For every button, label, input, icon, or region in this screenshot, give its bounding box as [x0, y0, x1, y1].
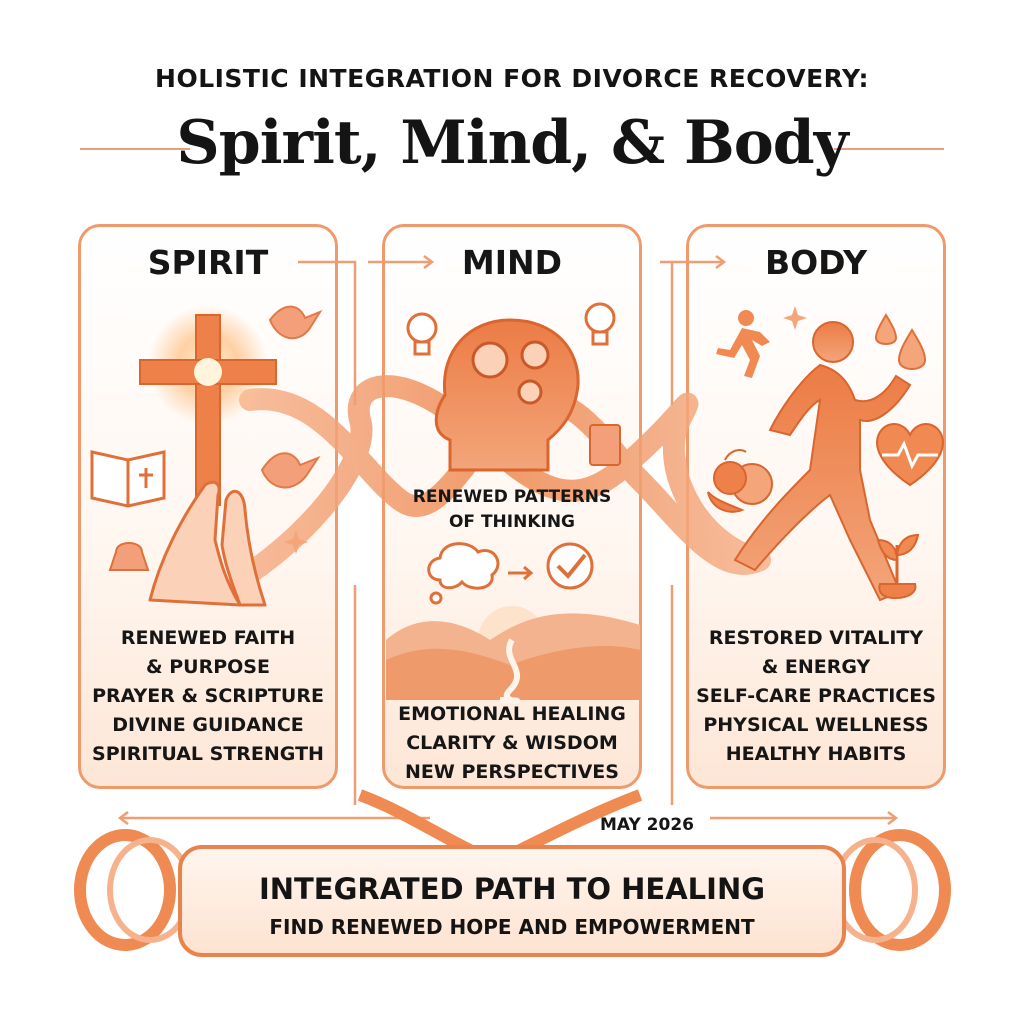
spirit-line: DIVINE GUIDANCE	[112, 714, 304, 736]
runner-icon	[716, 310, 770, 378]
runner-icon	[733, 321, 912, 602]
bible-icon	[90, 450, 166, 508]
spirit-line: PRAYER & SCRIPTURE	[92, 685, 324, 707]
page-title: Spirit, Mind, & Body	[176, 108, 848, 178]
praying-hands-icon	[148, 480, 267, 607]
spirit-line: SPIRITUAL STRENGTH	[92, 743, 324, 765]
flow-arrows	[117, 255, 899, 825]
water-drop-icon	[874, 313, 927, 370]
body-line: PHYSICAL WELLNESS	[703, 714, 929, 736]
cross-icon	[139, 305, 277, 506]
spirit-text: RENEWED FAITH & PURPOSE PRAYER & SCRIPTU…	[78, 624, 338, 769]
lightbulb-icon	[584, 302, 616, 346]
bell-icon	[108, 542, 150, 571]
body-line: & ENERGY	[761, 656, 871, 678]
fruit-bowl-icon	[707, 449, 773, 513]
body-line: SELF-CARE PRACTICES	[696, 685, 936, 707]
thought-cloud-icon	[427, 542, 500, 605]
body-line: RESTORED VITALITY	[708, 627, 924, 649]
mind-line: CLARITY & WISDOM	[406, 732, 618, 754]
banner-subtitle: FIND RENEWED HOPE AND EMPOWERMENT	[269, 915, 755, 939]
book-icon	[589, 424, 621, 466]
dove-icon	[260, 452, 321, 489]
spirit-line: & PURPOSE	[146, 656, 270, 678]
mind-text: EMOTIONAL HEALING CLARITY & WISDOM NEW P…	[382, 700, 642, 787]
title-left-divider	[80, 148, 190, 150]
spirit-title: SPIRIT	[147, 243, 269, 282]
title-right-divider	[834, 148, 944, 150]
banner-title: INTEGRATED PATH TO HEALING	[258, 872, 766, 906]
sprout-icon	[876, 533, 920, 600]
heart-pulse-icon	[876, 423, 944, 487]
head-gears-icon	[434, 318, 580, 472]
mind-lead-text: RENEWED PATTERNS OF THINKING	[382, 485, 642, 535]
body-text: RESTORED VITALITY & ENERGY SELF-CARE PRA…	[686, 624, 946, 769]
mind-line: NEW PERSPECTIVES	[405, 761, 619, 783]
infinity-ribbon-icon	[74, 789, 951, 951]
dove-icon	[268, 305, 323, 340]
sparkle-icon	[284, 530, 308, 554]
mind-line: EMOTIONAL HEALING	[398, 703, 626, 725]
mind-lead-line: RENEWED PATTERNS	[412, 487, 612, 507]
lightbulb-icon	[406, 312, 438, 356]
header-subtitle: HOLISTIC INTEGRATION FOR DIVORCE RECOVER…	[155, 64, 869, 93]
body-line: HEALTHY HABITS	[725, 743, 907, 765]
date-label: MAY 2026	[600, 815, 694, 835]
mind-title: MIND	[461, 243, 563, 282]
checkmark-icon	[546, 542, 594, 590]
sparkle-icon	[783, 306, 807, 330]
spirit-line: RENEWED FAITH	[120, 627, 296, 649]
body-title: BODY	[764, 243, 868, 282]
banner	[178, 845, 846, 957]
landscape-icon	[386, 606, 640, 704]
mind-lead-line: OF THINKING	[448, 512, 576, 532]
